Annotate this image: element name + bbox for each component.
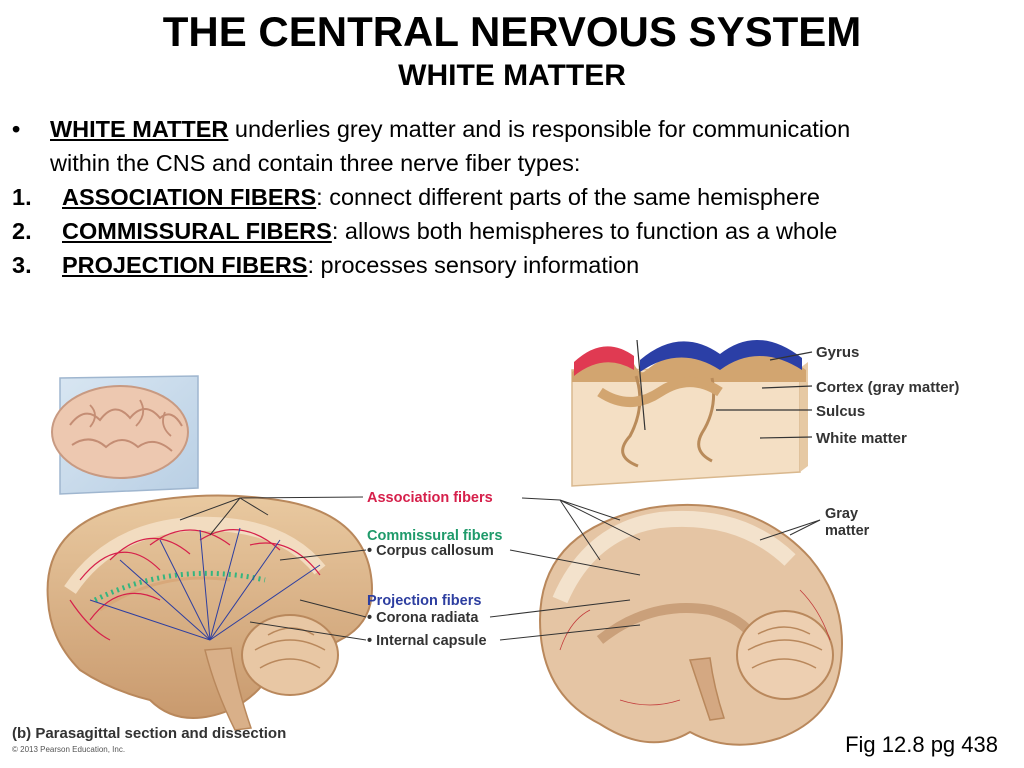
item-number: 1. xyxy=(12,184,32,210)
parasagittal-section-illustration xyxy=(46,494,373,731)
figure-reference: Fig 12.8 pg 438 xyxy=(845,732,998,757)
bullet-text: WHITE MATTER underlies grey matter and i… xyxy=(50,112,850,146)
list-item-projection: 3. PROJECTION FIBERS: processes sensory … xyxy=(0,248,1010,282)
white-matter-term: WHITE MATTER xyxy=(50,116,229,142)
item-description: : connect different parts of the same he… xyxy=(316,184,820,210)
item-text: COMMISSURAL FIBERS: allows both hemisphe… xyxy=(62,214,837,248)
bullet-line1-rest: underlies grey matter and is responsible… xyxy=(228,116,851,142)
label-corpus-callosum: • Corpus callosum xyxy=(367,543,494,559)
figure-copyright: © 2013 Pearson Education, Inc. xyxy=(12,745,125,754)
item-text: PROJECTION FIBERS: processes sensory inf… xyxy=(62,248,639,282)
list-item-association: 1. ASSOCIATION FIBERS: connect different… xyxy=(0,180,1010,214)
brain-figure: Gyrus Cortex (gray matter) Sulcus White … xyxy=(12,339,959,754)
label-commissural-fibers: Commissural fibers xyxy=(367,528,502,544)
slide-body: • WHITE MATTER underlies grey matter and… xyxy=(0,112,1010,282)
figure-caption: (b) Parasagittal section and dissection xyxy=(12,725,286,742)
item-number: 3. xyxy=(12,252,32,278)
item-text: ASSOCIATION FIBERS: connect different pa… xyxy=(62,180,820,214)
label-association-fibers: Association fibers xyxy=(367,490,493,506)
dissected-brain-illustration xyxy=(538,503,843,746)
bullet-line2-text: within the CNS and contain three nerve f… xyxy=(50,150,581,176)
item-term: ASSOCIATION FIBERS xyxy=(62,184,317,210)
item-number: 2. xyxy=(12,218,32,244)
bullet-marker: • xyxy=(12,116,21,142)
fiber-leader-lines xyxy=(179,496,821,641)
label-white-matter: White matter xyxy=(816,430,907,447)
list-item-commissural: 2. COMMISSURAL FIBERS: allows both hemis… xyxy=(0,214,1010,248)
bullet-line-1: • WHITE MATTER underlies grey matter and… xyxy=(0,112,1010,146)
label-gray-matter-line1: Gray xyxy=(825,506,858,522)
label-cortex: Cortex (gray matter) xyxy=(816,379,959,396)
item-description: : processes sensory information xyxy=(307,252,640,278)
orientation-brain-icon xyxy=(51,375,199,495)
label-gray-matter-line2: matter xyxy=(825,523,870,539)
label-projection-fibers: Projection fibers xyxy=(367,593,481,609)
cortex-block-illustration xyxy=(571,339,808,487)
label-internal-capsule: • Internal capsule xyxy=(367,633,487,649)
label-sulcus: Sulcus xyxy=(816,403,865,420)
label-gyrus: Gyrus xyxy=(816,344,859,361)
slide-title: THE CENTRAL NERVOUS SYSTEM xyxy=(162,8,862,55)
item-term: COMMISSURAL FIBERS xyxy=(62,218,332,244)
slide-subtitle: WHITE MATTER xyxy=(398,59,626,92)
label-corona-radiata: • Corona radiata xyxy=(367,610,479,626)
bullet-line-2: within the CNS and contain three nerve f… xyxy=(0,146,1010,180)
cortex-leader-lines xyxy=(716,351,813,439)
item-term: PROJECTION FIBERS xyxy=(62,252,308,278)
item-description: : allows both hemispheres to function as… xyxy=(331,218,838,244)
